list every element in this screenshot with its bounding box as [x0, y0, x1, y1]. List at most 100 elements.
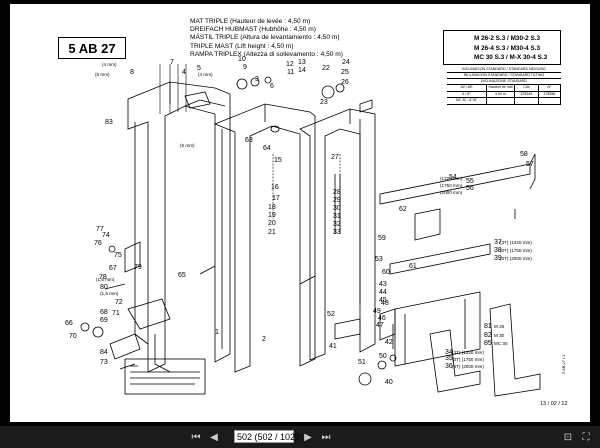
- next-page-icon[interactable]: ▶: [304, 431, 312, 443]
- callout-number: 52: [327, 311, 335, 318]
- spec-cell: 6 / 8°: [447, 91, 487, 98]
- viewer-toolbar: ⏮ ◀ 502 (502 / 1029) ▶ ⏭ ⊡ ⛶: [0, 426, 600, 448]
- callout-number: 15: [274, 157, 282, 164]
- last-page-icon[interactable]: ⏭: [321, 431, 331, 443]
- spec-header: N°: [539, 85, 561, 92]
- callout-number: 3: [255, 76, 259, 83]
- callout-number: 34: [445, 349, 453, 356]
- small-parts-left: [80, 241, 141, 370]
- callout-number: 7: [170, 59, 174, 66]
- document-titles: MAT TRIPLE (Hauteur de levée : 4,50 m) D…: [190, 18, 343, 59]
- dimension-note: (1,5 mm): [100, 291, 119, 296]
- callout-number: 67: [109, 265, 117, 272]
- callout-number: 9: [243, 64, 247, 71]
- lift-height-note: (3T) (1750 mm): [452, 357, 484, 362]
- callout-number: 53: [375, 256, 383, 263]
- callout-number: 29: [333, 197, 341, 204]
- callout-number: 20: [268, 220, 276, 227]
- model-line: M 26-2 S.3 / M30-2 S.3: [474, 35, 541, 42]
- callout-number: 28: [333, 189, 341, 196]
- callout-number: 26: [341, 79, 349, 86]
- carriage-and-forks: [379, 153, 541, 397]
- callout-number: 47: [376, 322, 384, 329]
- callout-number: 42: [385, 339, 393, 346]
- callout-number: 24: [342, 59, 350, 66]
- spec-header: Cde: [515, 85, 539, 92]
- dimension-note: (2000 mm): [440, 190, 463, 195]
- callout-number: 39: [494, 255, 502, 262]
- title-line: TRIPLE MAST (Lift height : 4,50 m): [190, 42, 294, 50]
- bottom-parts: [334, 308, 397, 386]
- callout-number: 59: [378, 235, 386, 242]
- spec-row: INCLINAISON STANDARD / STANDARD NEIGUNG: [447, 67, 561, 73]
- model-note: M 30: [494, 333, 505, 338]
- warning-sticker: [124, 358, 206, 395]
- callout-number: 61: [409, 263, 417, 270]
- title-line: MÁSTIL TRIPLE (Altura de levantamiento :…: [190, 34, 340, 42]
- callout-number: 68: [100, 309, 108, 316]
- callout-number: 71: [112, 310, 120, 317]
- previous-page-icon[interactable]: ◀: [210, 431, 218, 443]
- callout-number: 51: [358, 359, 366, 366]
- dimension-note: (5 mm): [95, 72, 110, 77]
- callout-number: 82: [484, 332, 492, 339]
- dimension-note: (4 mm): [102, 62, 117, 67]
- callout-number: 5: [197, 65, 201, 72]
- callout-number: 60: [382, 269, 390, 276]
- page-number-input[interactable]: 502 (502 / 1029): [234, 430, 303, 443]
- first-page-icon[interactable]: ⏮: [191, 431, 201, 443]
- callout-number: 69: [100, 317, 108, 324]
- callout-number: 58: [520, 151, 528, 158]
- callout-number: 75: [114, 252, 122, 259]
- callout-number: 23: [320, 99, 328, 106]
- model-note: M 26: [494, 324, 505, 329]
- callout-number: 78: [99, 274, 107, 281]
- callout-number: 74: [102, 232, 110, 239]
- document-page: 5 AB 27 MAT TRIPLE (Hauteur de levée : 4…: [10, 4, 590, 422]
- lift-height-note: (3T) (1750 mm): [500, 248, 532, 253]
- callout-number: 32: [333, 221, 341, 228]
- spec-cell: 4,50 m: [487, 91, 515, 98]
- callout-number: 2: [262, 336, 266, 343]
- spec-row: INCLINAZIONE STANDARD: [447, 79, 561, 85]
- dimension-note: (4 mm): [198, 72, 213, 77]
- inner-mast-frame: [299, 99, 376, 361]
- callout-number: 56: [466, 185, 474, 192]
- spec-header: AV / AR: [447, 85, 487, 92]
- spec-table: INCLINAISON STANDARD / STANDARD NEIGUNG …: [447, 67, 561, 132]
- title-line: MAT TRIPLE (Hauteur de levée : 4,50 m): [190, 18, 311, 25]
- spec-cell: 178556: [539, 91, 561, 98]
- callout-number: 35: [445, 355, 453, 362]
- spec-header: Hauteur de mât: [487, 85, 515, 92]
- dimension-note: (5 mm): [180, 143, 195, 148]
- callout-number: 11: [287, 69, 294, 76]
- callout-number: 83: [105, 119, 113, 126]
- pulley-parts: [184, 76, 345, 234]
- fullscreen-icon[interactable]: ⛶: [582, 431, 590, 443]
- callout-number: 43: [379, 281, 387, 288]
- callout-number: 31: [333, 213, 341, 220]
- callout-number: 40: [385, 379, 393, 386]
- dimension-note: (1750 mm): [440, 183, 463, 188]
- callout-number: 13: [298, 59, 306, 66]
- fit-page-icon[interactable]: ⊡: [563, 431, 573, 443]
- callout-number: 55: [466, 178, 474, 185]
- spec-cell: [487, 98, 515, 105]
- document-code: 5 AB 27: [58, 37, 126, 59]
- callout-number: 18: [268, 204, 276, 211]
- callout-number: 37: [494, 239, 502, 246]
- callout-number: 65: [178, 272, 186, 279]
- callout-number: 63: [245, 137, 253, 144]
- callout-number: 49: [373, 308, 381, 315]
- lift-height-note: (3T) (1320 mm): [500, 240, 532, 245]
- callout-number: 70: [69, 333, 77, 340]
- spec-cell: [539, 98, 561, 105]
- callout-number: 12: [286, 61, 294, 68]
- callout-number: 45: [379, 297, 387, 304]
- callout-number: 77: [96, 226, 104, 233]
- title-line: RAMPA TRIPLEX (Altezza di sollevamento :…: [190, 50, 343, 58]
- callout-number: 30: [333, 205, 341, 212]
- side-note: 5 AB 27 / 1: [561, 354, 566, 374]
- callout-number: 25: [341, 69, 349, 76]
